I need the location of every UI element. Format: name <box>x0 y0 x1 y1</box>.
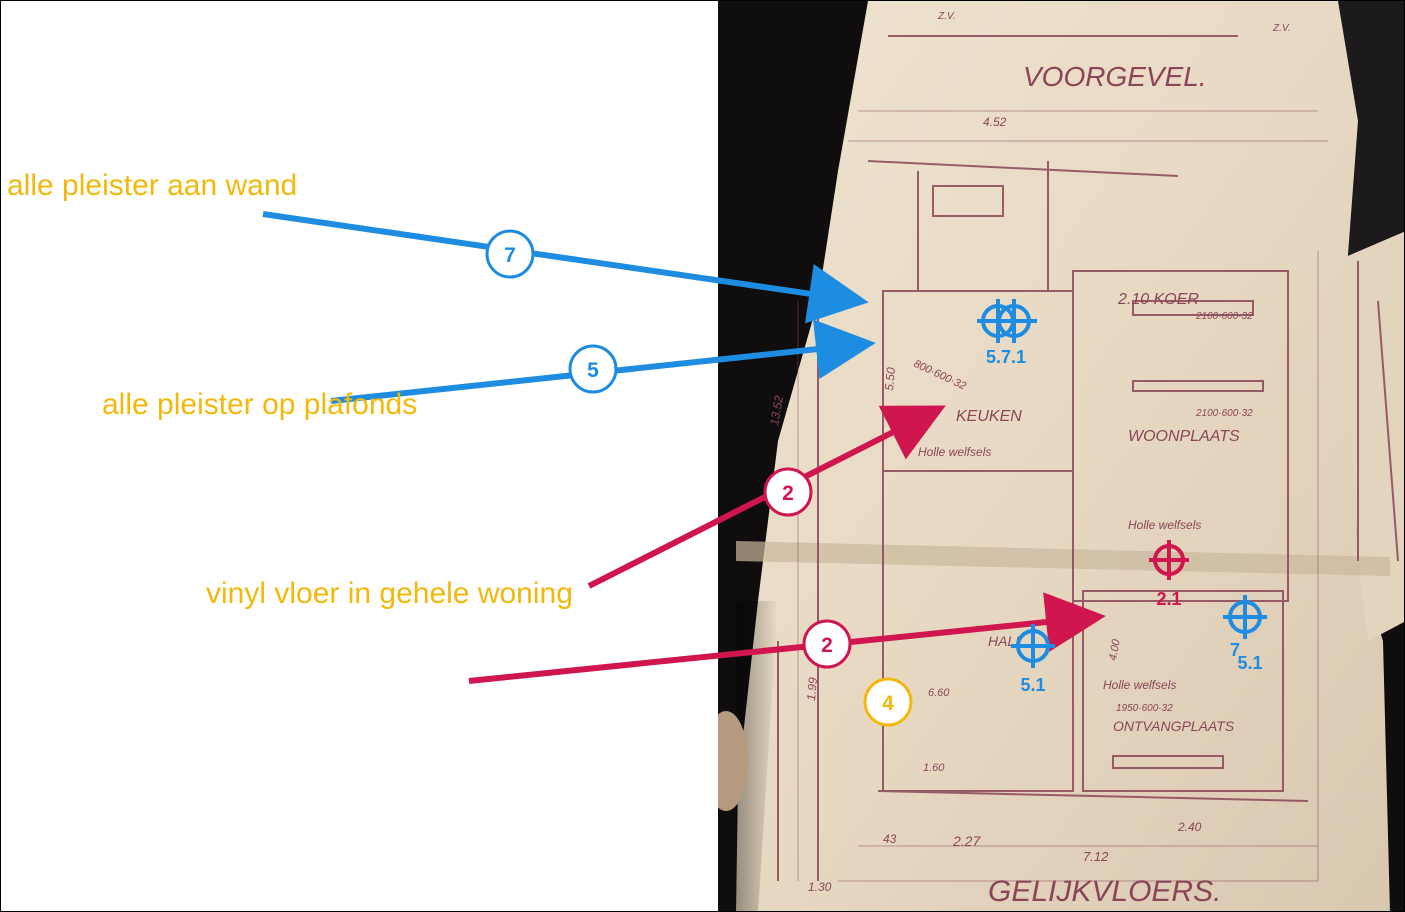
label-vinyl-floor: vinyl vloer in gehele woning <box>206 577 573 610</box>
dim-2100-top: 2100·600·32 <box>1195 311 1253 322</box>
room-label-woonplaats: WOONPLAATS <box>1128 428 1240 445</box>
dim-452: 4.52 <box>983 115 1007 129</box>
dim-43: 43 <box>883 832 897 846</box>
badge-yellow[interactable]: 4 <box>863 677 913 727</box>
note-holle-welfsels-3: Holle welfsels <box>1103 678 1176 692</box>
crosshair-marker-hall[interactable] <box>1011 624 1055 668</box>
dim-2100: 2100·600·32 <box>1195 408 1253 419</box>
plan-ink-lines <box>777 35 1399 881</box>
paper-left-shadow <box>736 601 778 911</box>
floor-plan-photo: VOORGEVEL. GELIJKVLOERS. KEUKEN 2.10 KOE… <box>718 1 1404 911</box>
badge-ceiling-plaster-number: 5 <box>587 359 599 382</box>
arrow-vinyl-living[interactable] <box>468 592 1106 684</box>
crosshair-marker-center-red[interactable] <box>1149 540 1189 580</box>
note-holle-welfsels-2: Holle welfsels <box>1128 518 1201 532</box>
badge-yellow-number: 4 <box>882 692 894 715</box>
dim-1352: 13.52 <box>767 394 786 426</box>
dim-130: 1.30 <box>808 880 832 894</box>
badge-wall-plaster[interactable]: 7 <box>485 229 535 279</box>
badge-vinyl-upper-number: 2 <box>782 482 794 505</box>
finger <box>718 711 748 811</box>
badge-vinyl-lower-number: 2 <box>821 634 833 657</box>
badge-vinyl-upper[interactable]: 2 <box>763 467 813 517</box>
label-ceiling-plaster: alle pleister op plafonds <box>102 388 418 421</box>
dim-400: 4.00 <box>1107 637 1123 661</box>
dim-160: 1.60 <box>923 762 945 774</box>
dim-199: 1.99 <box>804 676 820 701</box>
plan-title-gelijkvloers: GELIJKVLOERS. <box>988 875 1221 908</box>
dim-660: 6.60 <box>928 687 950 699</box>
plan-title-voorgevel: VOORGEVEL. <box>1023 61 1207 92</box>
badge-ceiling-plaster[interactable]: 5 <box>568 344 618 394</box>
marker-label-center-red: 2.1 <box>1156 589 1181 609</box>
plan-thin-lines <box>797 110 1328 882</box>
room-label-keuken: KEUKEN <box>956 408 1022 425</box>
arrow-wall-plaster[interactable] <box>262 211 869 324</box>
badge-wall-plaster-number: 7 <box>504 244 516 267</box>
label-zv-1: Z.V. <box>937 11 956 22</box>
plan-handwriting: VOORGEVEL. GELIJKVLOERS. KEUKEN 2.10 KOE… <box>767 11 1290 908</box>
marker-label-hall: 5.1 <box>1020 675 1045 695</box>
paper-fold-shadow <box>736 541 1390 576</box>
arrow-vinyl-kitchen[interactable] <box>587 405 946 589</box>
marker-label-right-top: 7 <box>1230 640 1240 660</box>
dim-240: 2.40 <box>1177 820 1202 834</box>
marker-label-right-bottom: 5.1 <box>1237 653 1262 673</box>
marker-label-kitchen: 5.7.1 <box>986 347 1026 367</box>
dim-712: 7.12 <box>1083 849 1109 864</box>
crosshair-marker-kitchen-a[interactable] <box>977 299 1037 343</box>
label-zv-2: Z.V. <box>1272 23 1291 34</box>
dim-550: 5.50 <box>882 366 898 391</box>
label-wall-plaster: alle pleister aan wand <box>7 169 298 202</box>
crosshair-marker-right[interactable] <box>1223 595 1267 639</box>
dim-227: 2.27 <box>952 833 981 849</box>
dim-1950: 1950·600·32 <box>1116 703 1173 714</box>
room-label-ontvangplaats: ONTVANGPLAATS <box>1113 718 1235 734</box>
room-label-koer: 2.10 KOER <box>1117 291 1199 308</box>
plan-paper-side-sheet <box>1336 231 1404 641</box>
badge-vinyl-lower[interactable]: 2 <box>802 619 852 669</box>
